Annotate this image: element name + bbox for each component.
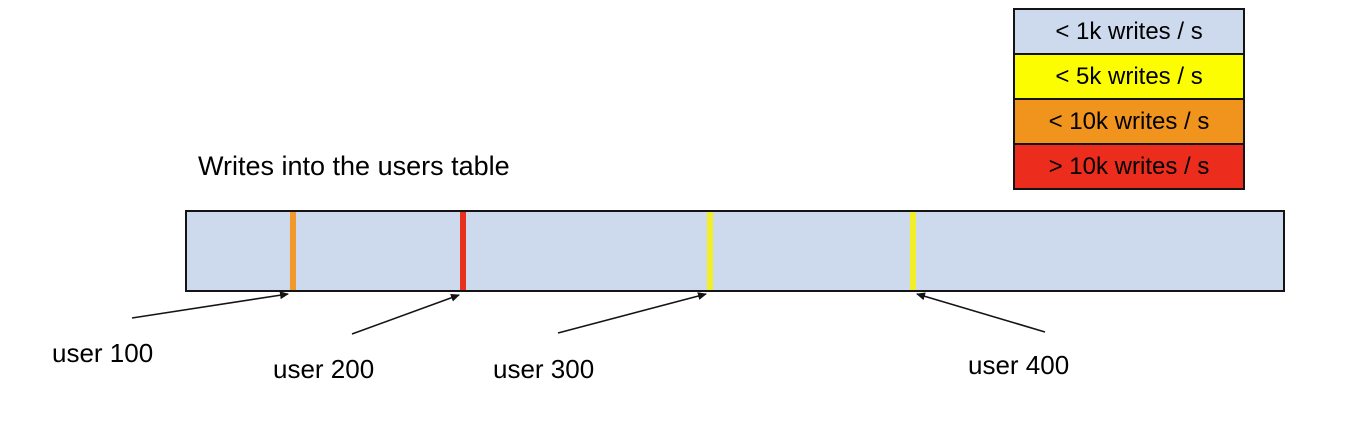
hotspot-line-user-200 bbox=[460, 212, 466, 290]
legend-item-lt-5k-label: < 5k writes / s bbox=[1055, 62, 1203, 90]
legend-item-gt-10k: > 10k writes / s bbox=[1013, 143, 1245, 190]
users-table-bar bbox=[185, 210, 1285, 292]
hotspot-line-user-100 bbox=[290, 212, 296, 290]
legend-item-lt-5k: < 5k writes / s bbox=[1013, 53, 1245, 100]
diagram-title: Writes into the users table bbox=[198, 151, 510, 181]
legend: < 1k writes / s < 5k writes / s < 10k wr… bbox=[1013, 8, 1245, 190]
legend-item-lt-1k-label: < 1k writes / s bbox=[1055, 17, 1203, 45]
arrow-user-400 bbox=[916, 292, 1046, 333]
legend-item-lt-10k: < 10k writes / s bbox=[1013, 98, 1245, 145]
arrow-user-200 bbox=[351, 293, 460, 335]
callout-user-300: user 300 bbox=[493, 354, 595, 384]
arrow-user-100 bbox=[131, 291, 289, 319]
arrow-user-300 bbox=[557, 292, 707, 334]
callout-user-400: user 400 bbox=[968, 350, 1070, 380]
hotspot-line-user-400 bbox=[910, 212, 916, 290]
legend-item-lt-10k-label: < 10k writes / s bbox=[1048, 107, 1210, 135]
callout-user-100: user 100 bbox=[52, 338, 154, 368]
callout-user-200: user 200 bbox=[273, 354, 375, 384]
legend-item-lt-1k: < 1k writes / s bbox=[1013, 8, 1245, 55]
legend-item-gt-10k-label: > 10k writes / s bbox=[1048, 152, 1210, 180]
hotspot-line-user-300 bbox=[707, 212, 713, 290]
